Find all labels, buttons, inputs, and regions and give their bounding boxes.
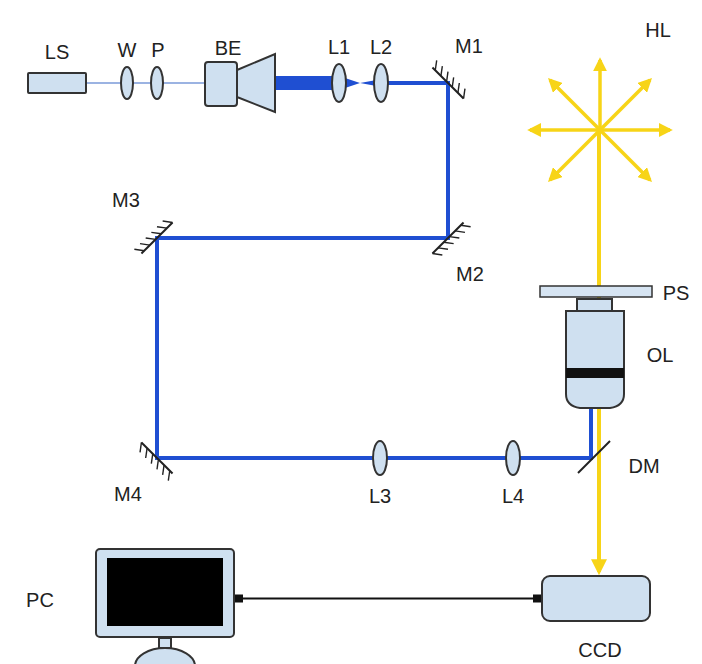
dichroic-mirror — [578, 441, 610, 473]
part-label: M2 — [456, 264, 484, 284]
part-label: L4 — [502, 486, 524, 506]
component-label: CCD — [578, 640, 621, 660]
laser-source: LS — [27, 72, 87, 94]
part-label: P — [151, 40, 164, 60]
part-label: M4 — [114, 484, 142, 504]
part-label: M3 — [112, 190, 140, 210]
component-label: PC — [26, 590, 54, 610]
laser-beam-thin — [87, 82, 205, 84]
data-cable — [235, 598, 541, 600]
ccd-camera: CCD — [541, 575, 651, 622]
part-label: L2 — [370, 37, 392, 57]
beam-expander-cone — [237, 54, 275, 112]
part-label: W — [118, 40, 137, 60]
beam-expander — [205, 62, 237, 106]
mirrors — [134, 60, 470, 480]
computer-monitor: PC — [95, 548, 235, 638]
pc-stand — [135, 638, 195, 664]
part-label: HL — [645, 20, 671, 40]
cable-group — [235, 595, 541, 603]
part-label: BE — [215, 38, 242, 58]
objective-lens — [566, 299, 624, 408]
expanded-beam — [275, 76, 339, 90]
lenses — [121, 64, 520, 475]
part-label: L1 — [328, 37, 350, 57]
cable-plug — [533, 595, 541, 603]
part-label: OL — [647, 345, 674, 365]
component-label: LS — [45, 42, 69, 62]
part-label: PS — [663, 283, 690, 303]
sample-plate — [540, 286, 652, 297]
part-label: L3 — [369, 486, 391, 506]
part-label: DM — [628, 456, 659, 476]
laser-beam-path — [157, 83, 591, 458]
part-label: M1 — [455, 36, 483, 56]
cable-plug — [235, 595, 243, 603]
monitor-screen — [107, 558, 223, 626]
